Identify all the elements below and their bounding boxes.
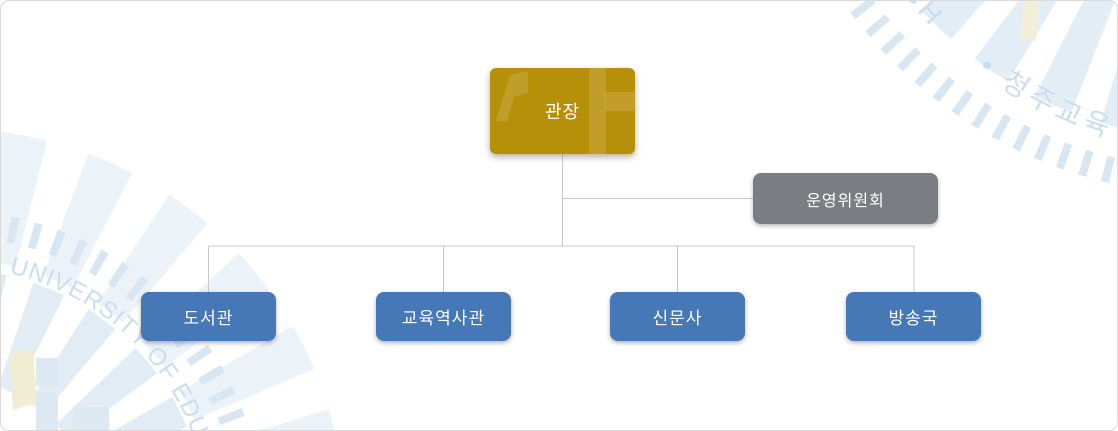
org-node-broadcasting-station-label: 방송국 xyxy=(888,309,939,328)
org-node-director: 관장 xyxy=(490,68,635,154)
seal-yellow-ribbon xyxy=(9,348,37,410)
seal-yellow-ray xyxy=(1020,1,1039,41)
org-node-director-label: 관장 xyxy=(544,102,581,122)
org-node-newspaper: 신문사 xyxy=(610,292,745,341)
org-node-steering-committee: 운영위원회 xyxy=(753,173,938,224)
org-node-library: 도서관 xyxy=(141,292,276,341)
seal-logo-pillar xyxy=(36,358,58,386)
seal-logo-pillar xyxy=(36,392,58,430)
org-node-newspaper-label: 신문사 xyxy=(652,309,703,328)
org-node-library-label: 도서관 xyxy=(183,309,234,328)
org-node-education-history-hall-label: 교육역사관 xyxy=(401,309,486,328)
org-node-education-history-hall: 교육역사관 xyxy=(376,292,511,341)
org-node-steering-committee-label: 운영위원회 xyxy=(806,192,885,210)
seal-logo-pillar xyxy=(73,407,109,430)
org-node-broadcasting-station: 방송국 xyxy=(846,292,981,341)
